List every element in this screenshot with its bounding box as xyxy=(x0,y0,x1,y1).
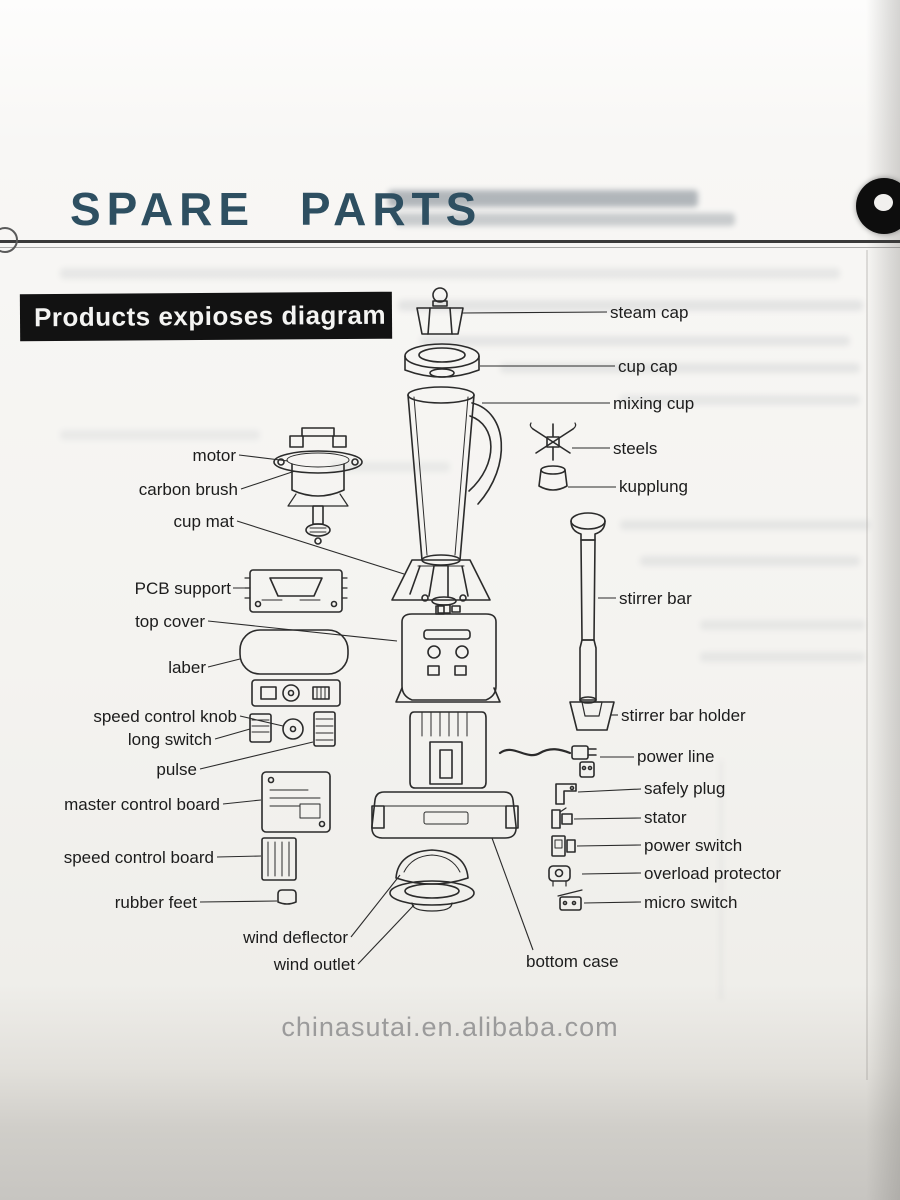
diagram-title: Products expioses diagram xyxy=(33,299,387,333)
long-switch-part xyxy=(249,713,272,743)
part-label-master-control-board: master control board xyxy=(64,795,220,814)
coupling-parts xyxy=(421,594,467,614)
mixing-cup-part xyxy=(407,386,503,566)
kupplung-part xyxy=(538,465,568,491)
top-cover-part xyxy=(395,605,501,703)
bottom-case-part xyxy=(371,791,519,839)
bleed-through xyxy=(720,760,722,1000)
page-title: SPARE PARTS xyxy=(70,183,483,235)
cup-cap-part xyxy=(404,343,480,378)
power-switch-part xyxy=(551,835,576,857)
stirrer-bar-holder-part xyxy=(569,701,615,731)
steels-blade-part xyxy=(529,422,577,461)
part-label-mixing-cup: mixing cup xyxy=(613,394,695,413)
part-label-micro-switch: micro switch xyxy=(644,893,738,912)
overload-protector-part xyxy=(548,865,571,887)
part-label-stirrer-bar: stirrer bar xyxy=(619,589,692,608)
laber-part xyxy=(239,629,349,707)
part-label-top-cover: top cover xyxy=(135,612,205,631)
binder-hole xyxy=(856,178,900,234)
bleed-through xyxy=(60,430,260,440)
part-label-stator: stator xyxy=(644,808,687,827)
part-label-carbon-brush: carbon brush xyxy=(138,480,238,499)
binder-hole-inner xyxy=(874,194,893,211)
bleed-through xyxy=(640,556,860,566)
paper-edge-line xyxy=(866,250,868,1080)
bleed-through xyxy=(500,363,860,373)
wind-deflector-part xyxy=(395,849,469,885)
power-line-part xyxy=(498,745,597,778)
part-label-speed-control-knob: speed control knob xyxy=(93,707,237,726)
part-label-laber: laber xyxy=(168,658,206,677)
part-label-steam-cap: steam cap xyxy=(610,303,689,322)
bleed-through xyxy=(700,620,865,630)
part-label-cup-cap: cup cap xyxy=(618,357,678,376)
part-label-overload-protector: overload protector xyxy=(644,864,782,883)
part-label-pulse: pulse xyxy=(156,760,197,779)
part-label-power-line: power line xyxy=(637,747,715,766)
speed-control-board-part xyxy=(261,837,297,881)
wind-outlet-part xyxy=(389,880,475,912)
part-label-cup-mat: cup mat xyxy=(173,512,234,531)
pulse-switch-part xyxy=(313,711,336,747)
part-label-speed-control-board: speed control board xyxy=(63,848,214,867)
part-label-motor: motor xyxy=(192,446,236,465)
bleed-through xyxy=(60,268,840,279)
diagram-title-box: Products expioses diagram xyxy=(19,291,393,342)
motor-part xyxy=(273,427,363,545)
bleed-through xyxy=(620,520,870,530)
part-label-power-switch: power switch xyxy=(644,836,743,855)
bleed-through xyxy=(330,462,450,472)
motor-housing-part xyxy=(409,711,487,789)
stirrer-bar-part xyxy=(570,512,606,704)
bleed-through xyxy=(388,190,698,207)
header-divider-thin xyxy=(0,247,900,248)
part-label-bottom-case: bottom case xyxy=(526,952,619,971)
part-label-steels: steels xyxy=(613,439,658,458)
part-label-safely-plug: safely plug xyxy=(644,779,726,798)
bleed-through xyxy=(398,300,863,311)
safely-plug-part xyxy=(555,783,577,805)
bleed-through xyxy=(395,213,735,226)
pcb-support-part xyxy=(244,569,348,613)
part-label-kupplung: kupplung xyxy=(619,477,689,496)
steam-cap-part xyxy=(416,287,464,335)
speed-control-knob-part xyxy=(282,718,304,740)
punch-hole xyxy=(0,227,18,253)
rubber-feet-part xyxy=(277,889,297,905)
part-label-wind-deflector: wind deflector xyxy=(243,928,348,947)
bleed-through xyxy=(620,395,860,405)
part-label-stirrer-bar-holder: stirrer bar holder xyxy=(621,706,746,725)
stator-part xyxy=(551,807,573,829)
bleed-through xyxy=(700,652,865,662)
part-label-pcb-support: PCB support xyxy=(134,579,231,598)
part-label-long-switch: long switch xyxy=(127,730,212,749)
header-divider xyxy=(0,240,900,243)
leader-lines xyxy=(199,311,642,965)
cup-mat-part xyxy=(391,559,491,601)
master-control-board-part xyxy=(261,771,331,833)
part-label-wind-outlet: wind outlet xyxy=(273,955,355,974)
bleed-through xyxy=(420,336,850,346)
micro-switch-part xyxy=(557,889,583,911)
watermark: chinasutai.en.alibaba.com xyxy=(281,1012,619,1042)
part-label-rubber-feet: rubber feet xyxy=(114,893,197,912)
